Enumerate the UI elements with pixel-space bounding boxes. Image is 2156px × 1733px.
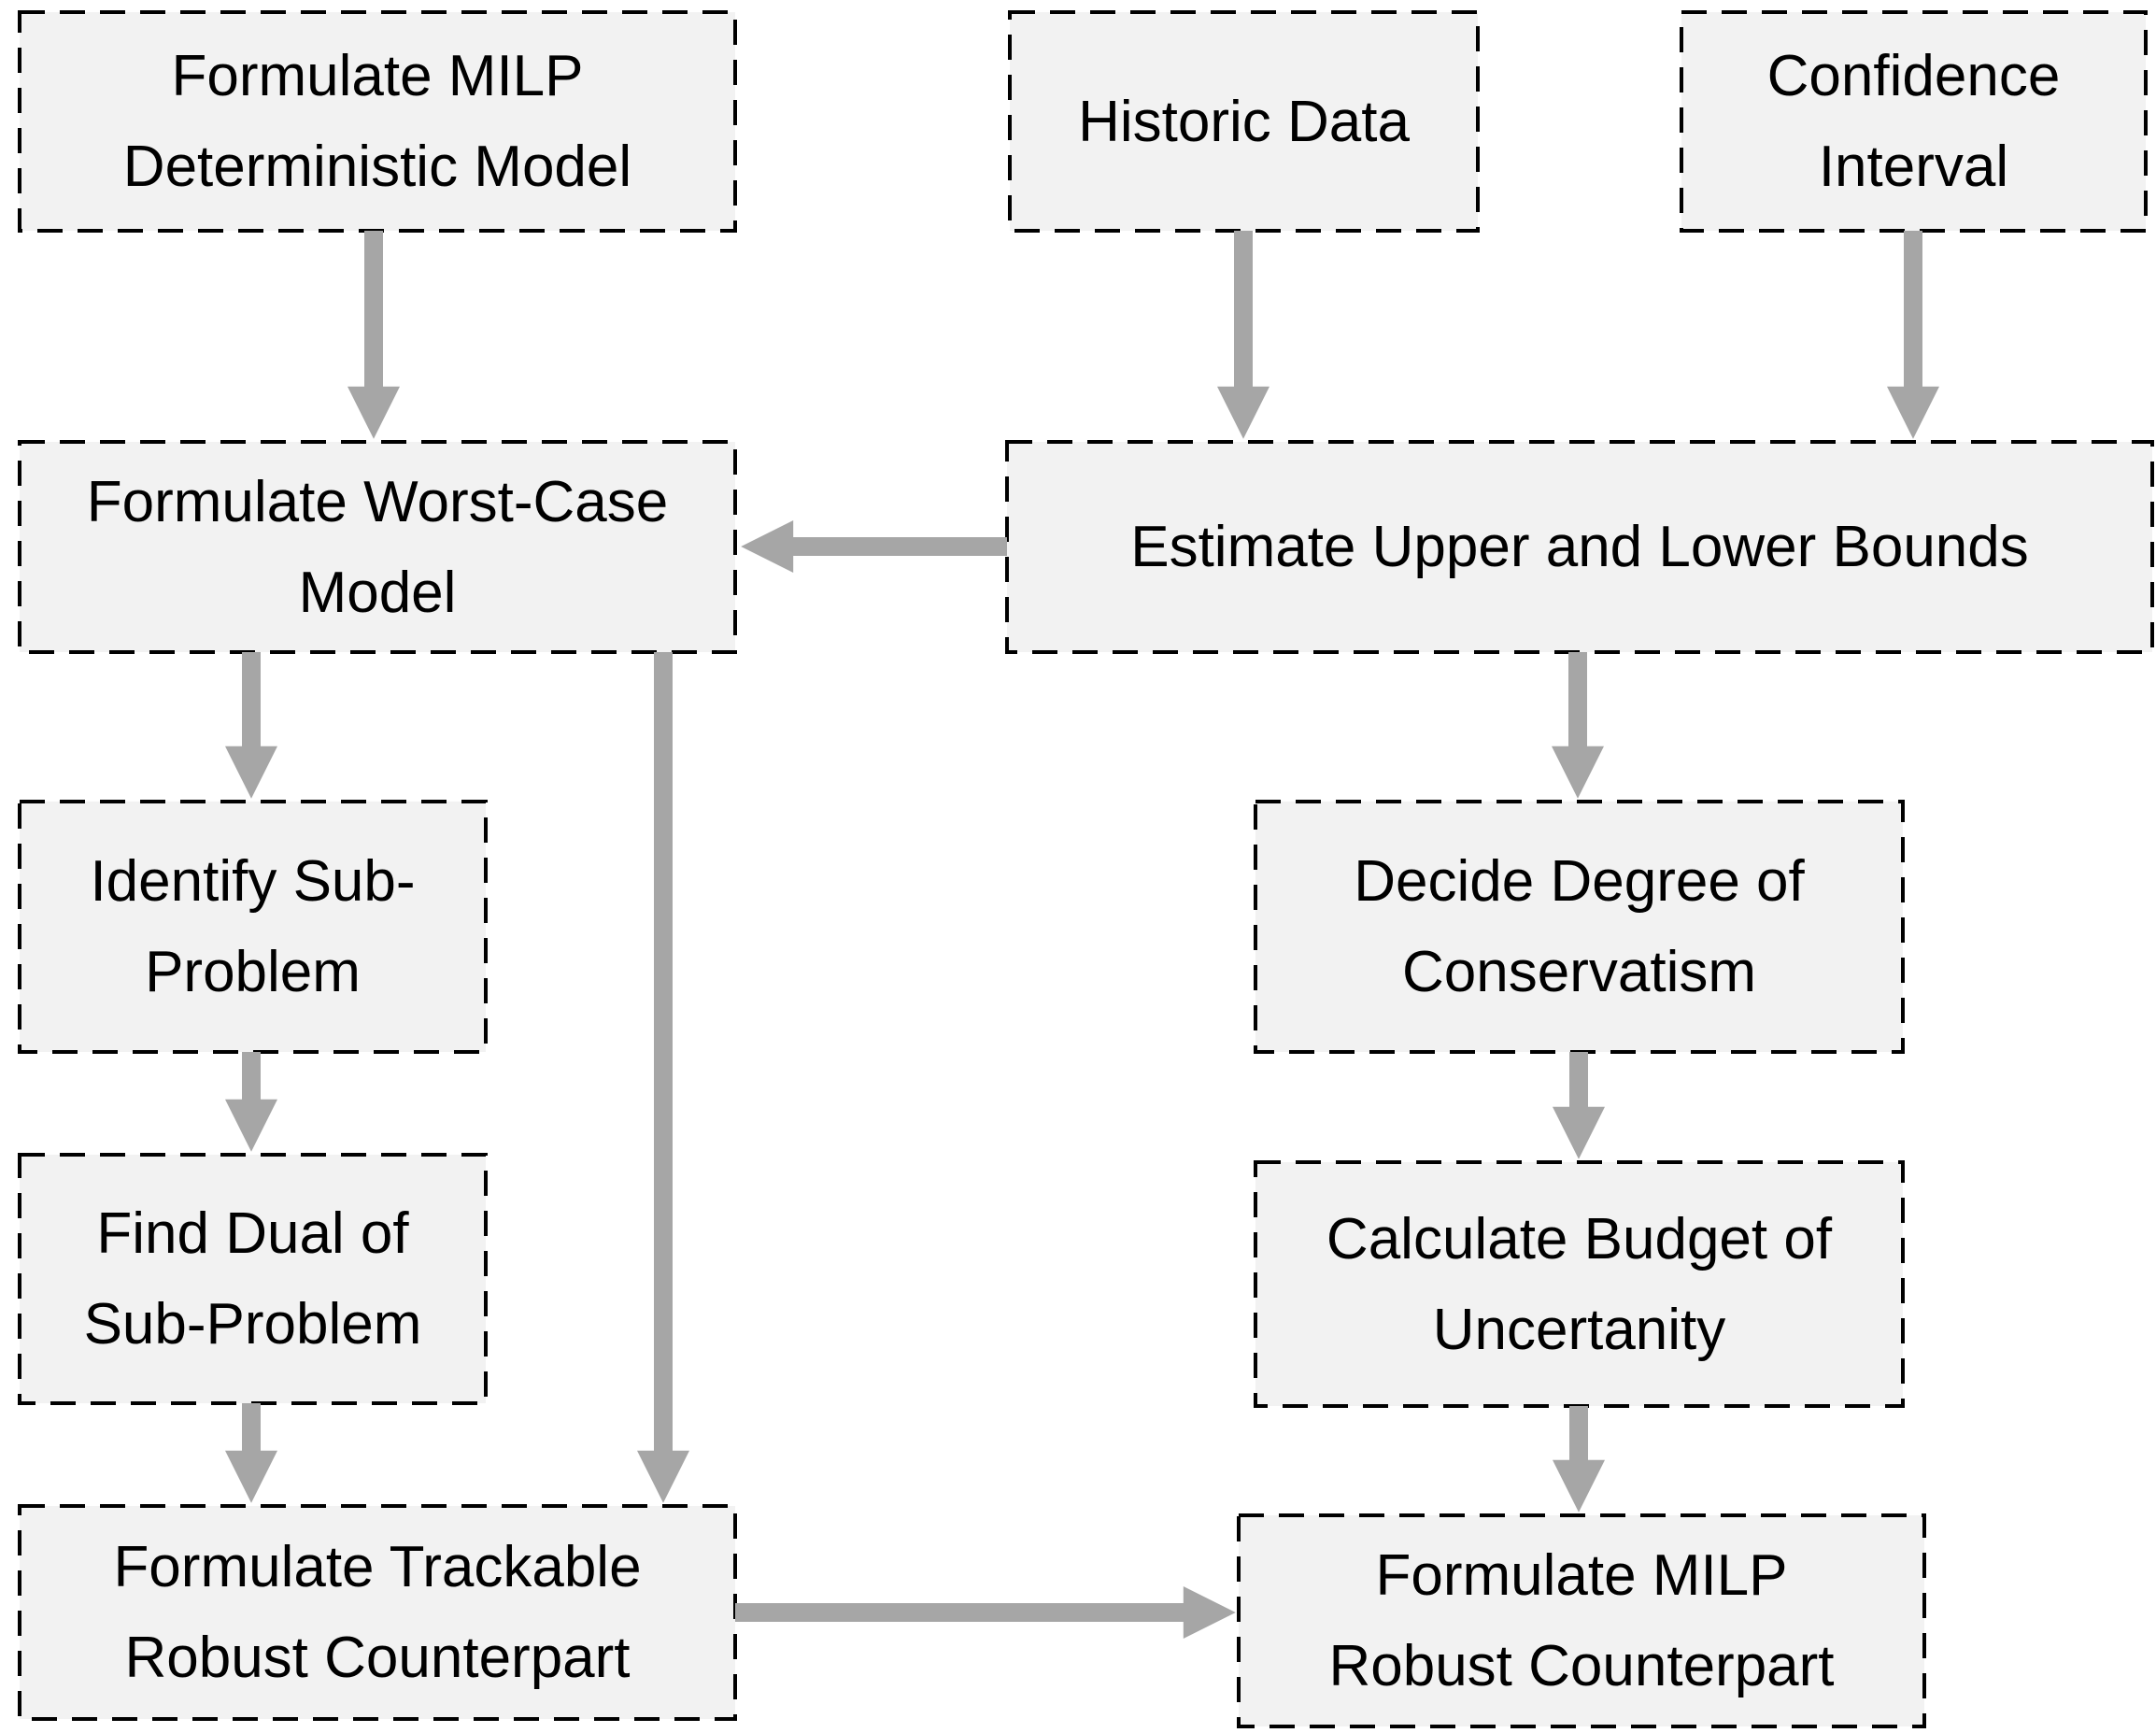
node-label-line1: Formulate Trackable (113, 1535, 642, 1599)
node-label-line1: Decide Degree of (1354, 849, 1805, 914)
node-label-line2: Model (298, 560, 457, 625)
node-find-dual-of-sub-problem: Find Dual of Sub-Problem (20, 1155, 486, 1403)
node-historic-data-box (1008, 10, 1480, 233)
node-estimate-upper-lower-bounds: Estimate Upper and Lower Bounds (1007, 442, 2152, 652)
node-identify-sub-problem: Identify Sub- Problem (20, 802, 486, 1052)
node-label-line2: Robust Counterpart (1328, 1634, 1835, 1698)
node-confidence-interval: Confidence Interval (1681, 12, 2146, 231)
node-formulate-milp-deterministic-model: Formulate MILP Deterministic Model (20, 12, 735, 231)
node-historic-data: Historic Data (1010, 12, 1478, 231)
node-find-dual-of-sub-problem-box (18, 1153, 488, 1405)
node-label-line1: Identify Sub- (90, 849, 416, 914)
node-label-line2: Conservatism (1402, 940, 1756, 1004)
node-formulate-milp-robust-counterpart: Formulate MILP Robust Counterpart (1239, 1515, 1924, 1726)
connector-arrows (225, 231, 1939, 1639)
node-label-line1: Calculate Budget of (1326, 1206, 1833, 1271)
node-formulate-milp-deterministic-model-box (18, 10, 737, 233)
node-label-line1: Formulate MILP (1375, 1543, 1788, 1608)
node-label-line1: Find Dual of (96, 1201, 409, 1266)
node-label-line1: Historic Data (1078, 89, 1410, 154)
node-formulate-trackable-robust-counterpart: Formulate Trackable Robust Counterpart (20, 1506, 735, 1719)
node-label-line1: Formulate MILP (171, 44, 584, 108)
node-label-line2: Uncertanity (1432, 1297, 1726, 1362)
node-formulate-milp-robust-counterpart-box (1237, 1513, 1926, 1728)
node-label-line2: Sub-Problem (83, 1292, 422, 1357)
node-decide-degree-of-conservatism: Decide Degree of Conservatism (1255, 802, 1903, 1052)
node-label-line1: Confidence (1766, 44, 2061, 108)
node-label-line1: Formulate Worst-Case (86, 469, 669, 534)
node-identify-sub-problem-box (18, 800, 488, 1054)
node-calculate-budget-of-uncertanity: Calculate Budget of Uncertanity (1255, 1162, 1903, 1406)
node-confidence-interval-box (1680, 10, 2148, 233)
node-formulate-worst-case-model: Formulate Worst-Case Model (20, 442, 735, 652)
node-label-line2: Deterministic Model (122, 135, 632, 199)
node-label-line1: Estimate Upper and Lower Bounds (1130, 515, 2029, 579)
node-formulate-worst-case-model-box (18, 440, 737, 654)
node-label-line2: Robust Counterpart (124, 1626, 631, 1690)
node-estimate-upper-lower-bounds-box (1005, 440, 2154, 654)
node-boxes (18, 10, 2154, 1728)
node-calculate-budget-of-uncertanity-box (1254, 1160, 1905, 1408)
node-label-line2: Interval (1818, 135, 2009, 199)
node-label-line2: Problem (145, 940, 361, 1004)
